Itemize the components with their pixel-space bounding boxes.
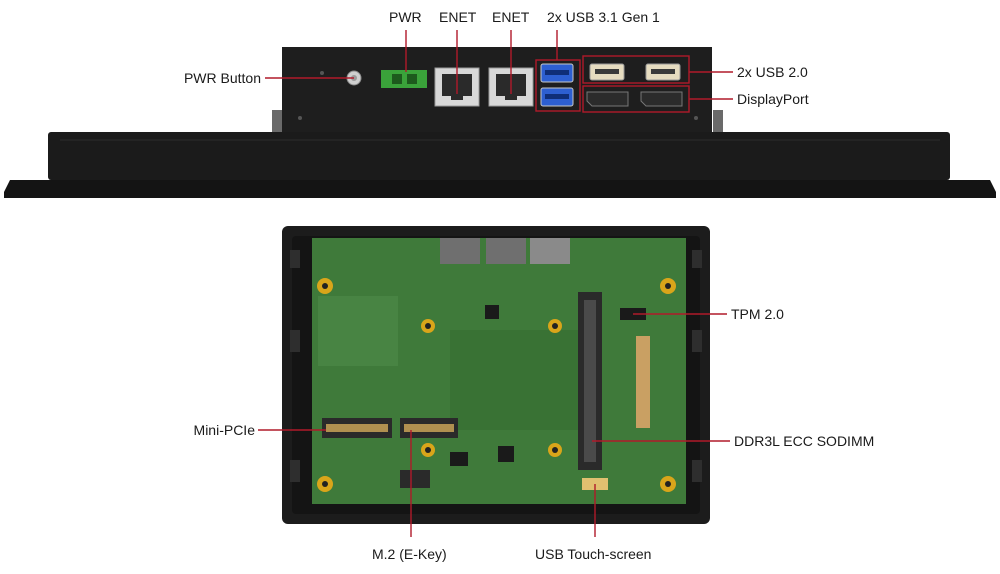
usb20-ports bbox=[589, 63, 681, 81]
label-tpm: TPM 2.0 bbox=[731, 306, 784, 322]
label-usb31: 2x USB 3.1 Gen 1 bbox=[547, 9, 660, 25]
label-ddr: DDR3L ECC SODIMM bbox=[734, 433, 875, 449]
power-terminal-block bbox=[381, 70, 427, 88]
rear-board-view bbox=[282, 226, 710, 524]
screw-dot bbox=[320, 71, 324, 75]
label-enet-1: ENET bbox=[439, 9, 477, 25]
displayport-ports bbox=[586, 91, 683, 107]
label-displayport: DisplayPort bbox=[737, 91, 809, 107]
mount-post-right bbox=[713, 110, 723, 134]
label-m2: M.2 (E-Key) bbox=[372, 546, 447, 562]
io-panel-view bbox=[4, 47, 996, 198]
label-enet-2: ENET bbox=[492, 9, 530, 25]
usb31-ports bbox=[540, 63, 574, 107]
label-usb-touch: USB Touch-screen bbox=[535, 546, 652, 562]
mounting-holes bbox=[317, 278, 676, 492]
label-mini-pcie: Mini-PCIe bbox=[193, 422, 255, 438]
screw-dot bbox=[694, 116, 698, 120]
label-usb20: 2x USB 2.0 bbox=[737, 64, 808, 80]
panel-bezel bbox=[48, 132, 950, 180]
label-pwr-button: PWR Button bbox=[183, 70, 261, 86]
screw-dot bbox=[298, 116, 302, 120]
side-connector bbox=[636, 336, 650, 428]
label-pwr: PWR bbox=[389, 9, 422, 25]
callout-lines bbox=[258, 30, 733, 537]
mount-post-left bbox=[272, 110, 282, 134]
panel-frame bbox=[4, 180, 996, 198]
